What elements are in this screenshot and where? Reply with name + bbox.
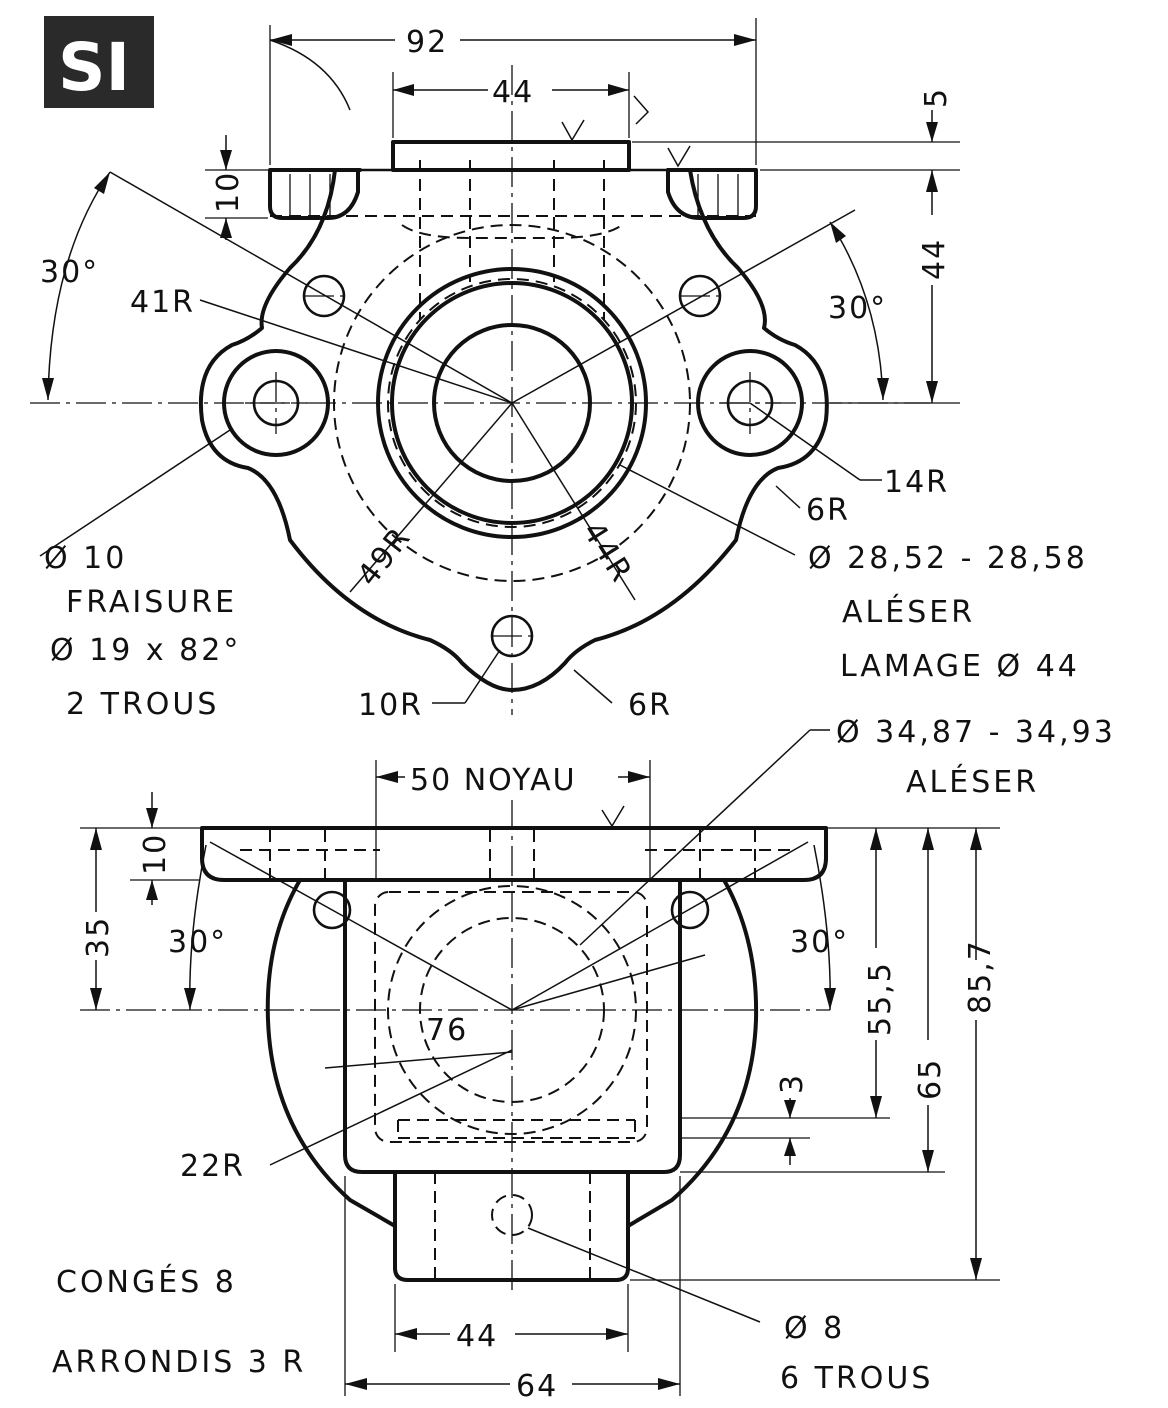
dim-5: 5 (919, 87, 954, 108)
logo-text: SI (58, 29, 130, 106)
note-arrondis: ARRONDIS 3 R (52, 1345, 306, 1380)
note-countersink: Ø 19 x 82° (50, 633, 241, 668)
note-bore-tolerance: Ø 28,52 - 28,58 (808, 541, 1088, 576)
note-aleser-top: ALÉSER (842, 594, 975, 630)
angle-30-front-right: 30° (790, 925, 849, 960)
note-2-trous: 2 TROUS (66, 687, 219, 722)
note-aleser-front: ALÉSER (906, 764, 1039, 800)
dim-44-right: 44 (917, 238, 952, 280)
dim-35: 35 (81, 916, 116, 958)
top-boss (391, 140, 631, 172)
dim-50-noyau: 50 NOYAU (410, 763, 577, 798)
dim-3: 3 (775, 1073, 810, 1094)
left-lug (268, 168, 360, 220)
angle-30-top-left: 30° (40, 255, 99, 290)
lower-boss (393, 1170, 630, 1282)
dim-44-bottom: 44 (456, 1319, 498, 1354)
dim-76: 76 (426, 1013, 468, 1048)
core-box (343, 878, 682, 1174)
radius-22: 22R (180, 1149, 245, 1184)
dim-92: 92 (406, 25, 448, 60)
radius-41: 41R (130, 285, 195, 320)
flange (200, 826, 828, 882)
note-6-trous: 6 TROUS (780, 1361, 933, 1396)
angle-30-front-left: 30° (168, 925, 227, 960)
dim-64: 64 (516, 1369, 558, 1404)
dim-10-front: 10 (138, 833, 173, 875)
logo: SI (44, 16, 154, 108)
radius-49: 49R (351, 520, 419, 593)
dim-85-7: 85,7 (963, 939, 998, 1014)
note-fraisure: FRAISURE (66, 585, 237, 620)
radius-10: 10R (358, 688, 423, 723)
note-conges: CONGÉS 8 (56, 1264, 237, 1300)
dim-55-5: 55,5 (863, 961, 898, 1036)
radius-6-bottom: 6R (628, 688, 672, 723)
right-lug (666, 168, 758, 220)
note-hole-diameter: Ø 10 (44, 541, 127, 576)
dim-65: 65 (913, 1058, 948, 1100)
body (265, 878, 759, 1228)
radius-44: 44R (575, 516, 639, 590)
top-view-outline (198, 168, 829, 692)
note-hole-8: Ø 8 (784, 1311, 845, 1346)
note-lamage: LAMAGE Ø 44 (840, 649, 1080, 684)
angle-30-top-right: 30° (828, 291, 887, 326)
note-bore-front: Ø 34,87 - 34,93 (836, 715, 1116, 750)
front-view: 50 NOYAU 10 35 30° 30° 76 22R 3 55,5 65 … (52, 715, 1116, 1404)
radius-14: 14R (884, 465, 949, 500)
top-view: 92 44 5 10 44 30° 30° 41R 14R 6R 49R 44R… (30, 18, 1088, 723)
dim-44-top: 44 (492, 75, 534, 110)
radius-6-right: 6R (806, 493, 850, 528)
dim-10-top: 10 (211, 171, 246, 213)
